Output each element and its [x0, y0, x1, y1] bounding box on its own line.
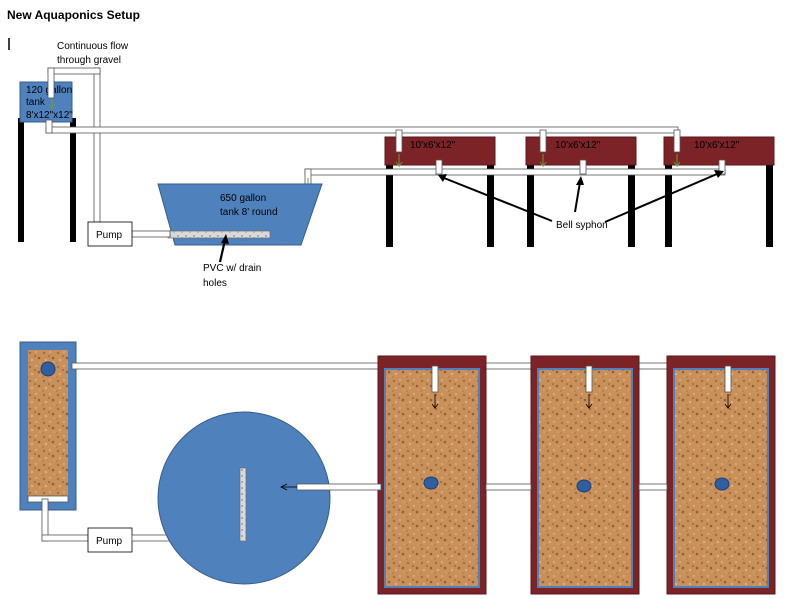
side-view: 120 gallon tank 8'x12"x12" Continuous fl… [18, 41, 775, 289]
page-title: New Aquaponics Setup [7, 8, 140, 22]
small-tank-leg-left [18, 118, 24, 242]
grow-bed-side-label-3: 10'x6'x12" [694, 140, 740, 151]
bed2-syphon-stub [579, 159, 587, 175]
pvc-arrowhead [221, 234, 229, 244]
bed1-inflow-arrow-top [431, 394, 439, 410]
pump-feed-pipe [41, 534, 89, 542]
pvc-label-2: holes [203, 278, 227, 289]
pvc-label-1: PVC w/ drain [203, 263, 261, 274]
bed1-leg-left [386, 165, 393, 247]
top-view: Pump [19, 341, 776, 595]
small-tank-leg-right [70, 118, 76, 242]
bed2-inlet [539, 129, 547, 153]
riser-pipe-top [47, 67, 101, 75]
bed2-inflow-arrow-top [585, 394, 593, 410]
grow-bed-side-label-2: 10'x6'x12" [555, 140, 601, 151]
return-pipe-top [296, 483, 382, 491]
bed3-inlet [673, 129, 681, 153]
pump-label-side: Pump [96, 230, 123, 241]
bed3-inlet-top [724, 365, 732, 393]
supply-pipe-start [45, 119, 53, 134]
bed1-syphon-stub [435, 159, 443, 175]
supply-pipe [45, 126, 679, 134]
bed3-drain [714, 477, 730, 491]
bed3-inflow-arrow-top [724, 394, 732, 410]
big-tank-label-1: 650 gallon [220, 193, 266, 204]
continuous-flow-label-2: through gravel [57, 55, 121, 66]
pump-box-side [87, 221, 133, 247]
bed2-leg-right [628, 165, 635, 247]
bed3-syphon-stub [718, 159, 726, 175]
bed2-inflow-arrow [539, 154, 547, 168]
big-tank-label-2: tank 8' round [220, 207, 278, 218]
bed3-inflow-arrow [673, 154, 681, 168]
bed1-drain [423, 476, 439, 490]
riser-pipe [93, 67, 101, 223]
big-tank-side [157, 183, 323, 246]
bell-syphon-arrow-2 [574, 181, 581, 213]
bed3-leg-left [665, 165, 672, 247]
bed2-drain [576, 479, 592, 493]
bell-syphon-arrowhead-2 [576, 176, 584, 185]
riser-pipe-drop [47, 67, 55, 99]
pump-intake-pipe [131, 230, 171, 238]
bell-syphon-arrow-1 [443, 177, 553, 222]
bed1-inflow-arrow [395, 154, 403, 168]
bed3-leg-right [766, 165, 773, 247]
continuous-flow-label-1: Continuous flow [57, 41, 129, 52]
grow-bed-side-label-1: 10'x6'x12" [410, 140, 456, 151]
bed1-inlet-top [431, 365, 439, 393]
bed-link-pipe-2 [638, 483, 668, 491]
small-tank-label-3: 8'x12"x12" [26, 110, 73, 121]
return-arrowhead-top [280, 483, 288, 491]
return-pipe [304, 168, 726, 176]
bell-syphon-arrow-3 [604, 173, 718, 223]
bell-syphon-arrowhead-3 [714, 170, 724, 178]
bed-link-pipe-1 [485, 483, 532, 491]
pump-label-top: Pump [96, 536, 123, 547]
inflow-arrow [48, 98, 56, 110]
bed1-leg-right [487, 165, 494, 247]
bell-syphon-label: Bell syphon [556, 220, 608, 231]
bed1-inlet [395, 129, 403, 153]
small-tank-drain [40, 361, 56, 377]
pvc-drain-pipe [167, 230, 271, 239]
bed2-leg-left [527, 165, 534, 247]
big-tank-drain-pipe [239, 467, 247, 542]
pvc-arrow [218, 239, 227, 263]
bed2-inlet-top [585, 365, 593, 393]
bell-syphon-arrowhead-1 [438, 174, 447, 182]
small-tank-label-2: tank [26, 97, 46, 108]
grow-bed-top-gravel-2 [537, 368, 633, 588]
